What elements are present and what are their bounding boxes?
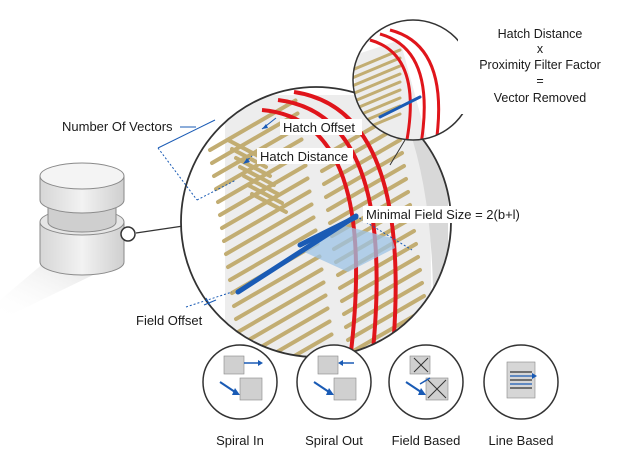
- contour-vector: [261, 108, 359, 357]
- field-offset-marker: [185, 291, 233, 308]
- zoom-point: [120, 226, 136, 242]
- strategy-spiral-in: [202, 344, 278, 420]
- magnifier-inset: [352, 19, 474, 141]
- hatch-vector: [322, 138, 402, 186]
- strategy-spiral-out: [296, 344, 372, 420]
- label-number-of-vectors: Number Of Vectors: [62, 119, 173, 134]
- strategy-labels: Spiral In Spiral Out Field Based Line Ba…: [216, 433, 553, 448]
- hatch-offset-backing: [280, 119, 362, 135]
- hatch-vector: [226, 138, 264, 160]
- hatch-distance-marker: [243, 155, 253, 164]
- hatch-vector: [346, 294, 426, 342]
- hatch-vector: [250, 192, 288, 214]
- formula-line-1: Hatch Distance: [498, 27, 583, 41]
- hatch-vector: [208, 98, 298, 152]
- label-minimal-field-size: Minimal Field Size = 2(b+l): [366, 207, 520, 222]
- contour-vector: [293, 90, 398, 357]
- inset-contour-vector: [389, 28, 441, 140]
- part-shadow: [0, 262, 120, 320]
- hatch-offset-marker: [261, 117, 277, 130]
- hatch-vector: [238, 293, 328, 347]
- contour-vectors: [261, 90, 398, 357]
- formula-backing: [458, 22, 618, 114]
- inset-contour-vector: [379, 32, 426, 140]
- strategy-line-based: [483, 344, 559, 420]
- contour-vector: [277, 98, 379, 357]
- hatch-vector: [238, 165, 276, 187]
- hatch-vector: [242, 174, 280, 196]
- hatch-vector: [246, 183, 284, 205]
- hatch-distance-backing: [257, 148, 353, 164]
- inset-hatch-vector: [353, 64, 402, 88]
- part-cylinder: [0, 162, 136, 320]
- inset-leader: [389, 139, 406, 166]
- inset-hatch-vector: [353, 56, 402, 80]
- formula-line-2: x: [537, 42, 544, 56]
- hatch-vector: [218, 163, 308, 217]
- inset-hatch-vector: [353, 88, 402, 112]
- inset-hatch-vector: [353, 80, 402, 104]
- inset-contour-vector: [369, 38, 412, 140]
- hatch-vector: [220, 176, 310, 230]
- inset-hatch-vector: [353, 72, 402, 96]
- label-field-offset: Field Offset: [136, 313, 203, 328]
- field-size-markers: [355, 215, 413, 251]
- formula: Hatch Distance x Proximity Filter Factor…: [479, 27, 601, 105]
- formula-line-5: Vector Removed: [494, 91, 586, 105]
- strategy-label-spiral-in: Spiral In: [216, 433, 264, 448]
- minimal-field-backing: [363, 206, 529, 223]
- strategy-label-line-based: Line Based: [488, 433, 553, 448]
- inset-contour-vectors: [369, 28, 441, 140]
- strategy-label-spiral-out: Spiral Out: [305, 433, 363, 448]
- label-hatch-offset: Hatch Offset: [283, 120, 355, 135]
- strategy-field-based: [388, 344, 464, 420]
- hatch-vector: [228, 228, 318, 282]
- hatch-vector: [242, 319, 332, 357]
- hatch-vector: [222, 189, 312, 243]
- formula-line-3: Proximity Filter Factor: [479, 58, 601, 72]
- number-of-vectors-annotation: [157, 119, 237, 201]
- removed-vector-upper: [297, 214, 359, 248]
- hatch-vector: [234, 156, 272, 178]
- label-hatch-distance: Hatch Distance: [260, 149, 348, 164]
- hatch-vector: [236, 280, 326, 334]
- formula-line-4: =: [536, 74, 543, 88]
- hatch-vector: [232, 254, 322, 308]
- hatch-vector: [344, 281, 424, 329]
- hatch-vector: [224, 202, 314, 256]
- strategy-label-field-based: Field Based: [392, 433, 461, 448]
- hatch-vector: [226, 215, 316, 269]
- hatch-vector: [234, 267, 324, 321]
- hatch-vector: [244, 332, 334, 357]
